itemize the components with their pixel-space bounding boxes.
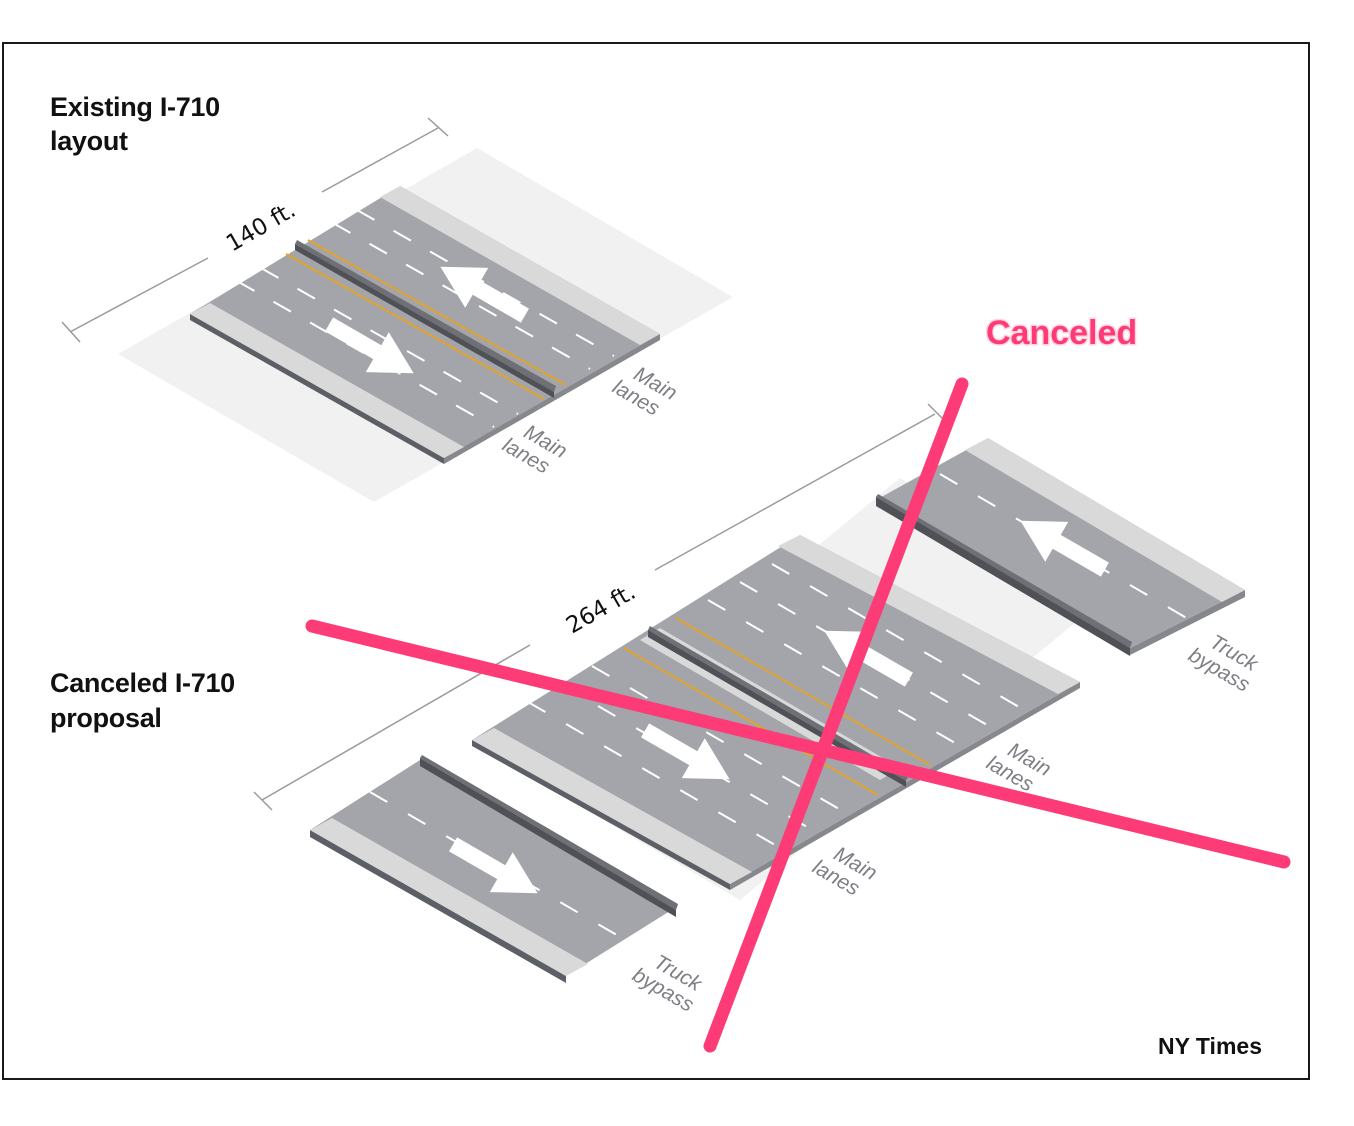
proposal-label-main-lower: Main lanes <box>809 842 881 900</box>
main-lanes-side <box>472 740 730 890</box>
proposal-label-truck-right: Truck bypass <box>1185 630 1263 696</box>
proposal-title-line2: proposal <box>50 703 162 733</box>
main-lanes-yellow-lower <box>623 647 879 796</box>
proposal-label-truck-left: Truck bypass <box>629 950 707 1016</box>
existing-title-line2: layout <box>50 126 128 156</box>
existing-width-label: 140 ft. <box>222 197 300 257</box>
proposal-layout <box>253 403 1245 983</box>
credit-label: NY Times <box>1158 1033 1262 1059</box>
truck-bypass-right-barrier <box>876 494 1132 648</box>
existing-shoulder-outer-left <box>190 303 464 458</box>
proposal-title-line1: Canceled I-710 <box>50 668 235 698</box>
existing-title-line1: Existing I-710 <box>50 92 220 122</box>
main-lanes-yellow-upper <box>675 617 931 766</box>
existing-dimension-line <box>61 117 449 343</box>
existing-yellow-line-lower <box>285 253 545 400</box>
existing-shoulder-outer-right <box>380 186 660 345</box>
existing-yellow-line-upper <box>307 239 567 386</box>
existing-label-upper: Main lanes <box>609 362 681 420</box>
cancel-stroke-2 <box>703 377 969 1053</box>
truck-bypass-left-side <box>310 830 566 983</box>
cancel-x-mark <box>305 377 1291 1053</box>
truck-bypass-right-side <box>1130 590 1245 655</box>
existing-road-side <box>190 314 444 464</box>
cancel-stroke-1 <box>305 619 1291 869</box>
existing-lane-markings <box>236 209 615 428</box>
existing-median-barrier <box>295 240 556 392</box>
canceled-stamp: Canceled <box>986 314 1137 352</box>
truck-bypass-left-barrier <box>420 755 678 910</box>
existing-layout <box>61 117 733 502</box>
main-lanes-median-barrier <box>648 626 908 781</box>
proposal-width-label: 264 ft. <box>562 579 640 639</box>
